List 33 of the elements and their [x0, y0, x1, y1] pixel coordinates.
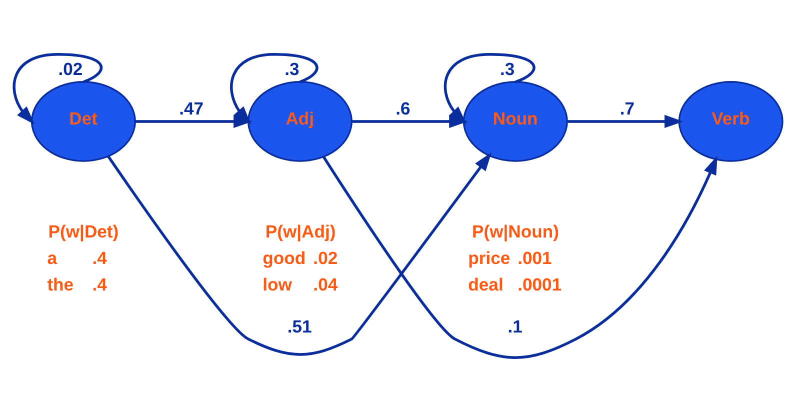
- node-label: .0001: [518, 274, 562, 294]
- node-label: .02: [313, 248, 338, 268]
- arrow: [568, 114, 684, 128]
- edge-label: .3: [284, 59, 300, 80]
- node-ellipse: Det: [31, 81, 136, 162]
- edge-label: .7: [620, 98, 635, 119]
- node-label: .001: [518, 248, 552, 268]
- node-label: deal: [468, 274, 504, 294]
- arrow: [107, 152, 492, 356]
- node-ellipse: Verb: [678, 81, 784, 162]
- edge-label: .6: [396, 98, 410, 119]
- edge-label: .02: [58, 59, 83, 80]
- node-label: good: [262, 248, 306, 268]
- node-ellipse: Noun: [462, 81, 568, 162]
- node-label: P(w|Adj): [265, 222, 336, 242]
- edge-label: .51: [287, 316, 312, 336]
- node-label: .4: [92, 248, 107, 268]
- edge-label: .1: [508, 316, 522, 336]
- node-label: price: [468, 248, 510, 268]
- node-label: a: [47, 248, 57, 268]
- edge-label: .3: [500, 59, 515, 80]
- edge-label: .47: [179, 98, 204, 119]
- node-label: .04: [313, 274, 338, 294]
- node-label: .4: [92, 274, 107, 294]
- arrow: [230, 53, 318, 125]
- node-label: P(w|Det): [48, 222, 119, 242]
- arrow: [12, 53, 103, 124]
- node-label: the: [47, 274, 74, 294]
- node-label: P(w|Noun): [472, 222, 559, 242]
- arrow: [322, 156, 718, 359]
- arrow: [444, 53, 536, 124]
- node-label: low: [262, 274, 292, 294]
- node-ellipse: Adj: [248, 81, 352, 162]
